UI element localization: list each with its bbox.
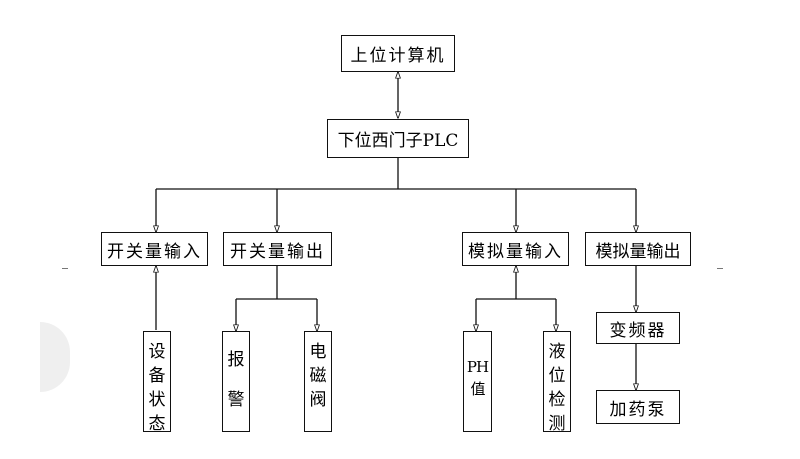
level-detection-box: 液位检测 [543,331,571,434]
solenoid-valve-box: 电磁阀 [304,331,332,432]
digital-output-box: 开关量输出 [223,232,332,266]
device-status-label: 设备状态 [148,342,166,434]
margin-tick-left [62,268,68,269]
dosing-pump-box: 加药泵 [596,390,680,424]
dosing-pump-label: 加药泵 [609,399,667,420]
plc-box: 下位西门子PLC [327,119,469,158]
analog-output-box: 模拟量输出 [585,232,691,266]
inverter-box: 变频器 [596,312,680,344]
ph-value-box: PH值 [463,331,492,432]
margin-tick-right [717,268,723,269]
digital-input-box: 开关量输入 [101,232,208,266]
device-status-box: 设备状态 [143,331,171,434]
alarm-box: 报警 [222,331,250,432]
analog-input-box: 模拟量输入 [462,232,569,266]
plc-label: 下位西门子PLC [337,131,459,151]
level-detection-label: 液位检测 [548,342,566,434]
inverter-label: 变频器 [609,320,667,341]
analog-input-label: 模拟量输入 [468,241,563,262]
analog-output-label: 模拟量输出 [595,241,681,262]
solenoid-valve-label: 电磁阀 [309,342,327,410]
digital-output-label: 开关量输出 [230,241,325,262]
upper-computer-label: 上位计算机 [350,46,446,66]
ph-value-label: PH值 [466,358,489,398]
alarm-label: 报警 [227,350,245,410]
upper-computer-box: 上位计算机 [341,35,455,72]
digital-input-label: 开关量输入 [107,241,202,262]
